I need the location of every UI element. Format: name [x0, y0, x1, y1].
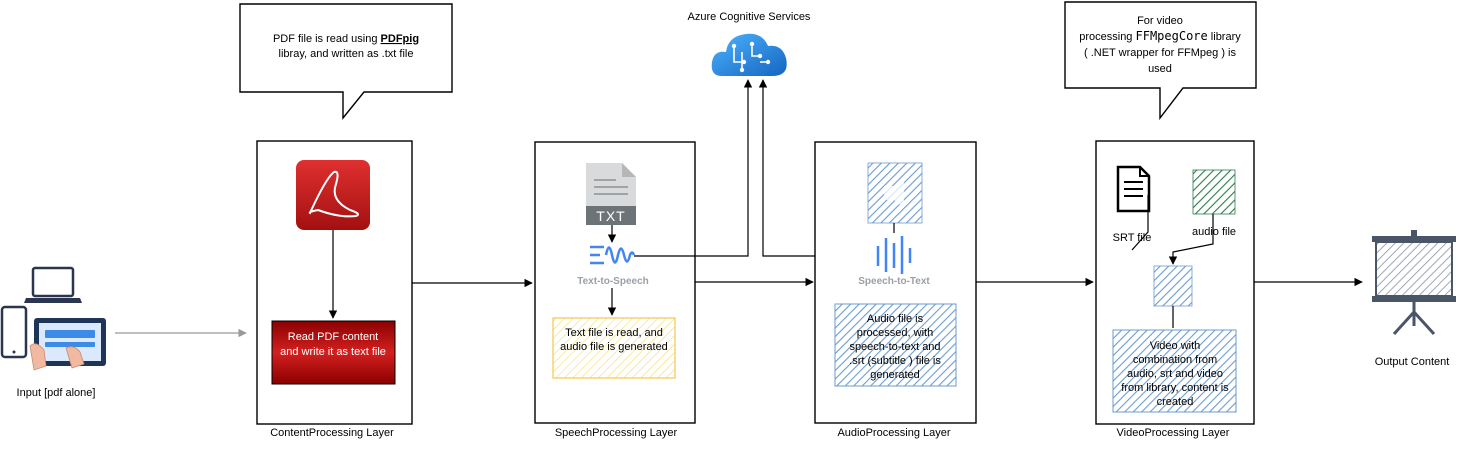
- video-callout-line4: used: [1148, 63, 1172, 75]
- audio-file-green-icon: [1192, 169, 1236, 215]
- video-step-line5: created: [1157, 396, 1194, 408]
- presentation-screen-icon: [1372, 230, 1456, 336]
- input-devices-icon: [0, 266, 106, 371]
- content-step-box: Read PDF content and write it as text fi…: [271, 320, 396, 385]
- video-step-line2: combination from: [1133, 354, 1217, 366]
- audio-merge-arrow: [1168, 214, 1214, 265]
- pdf-callout: PDF file is read using PDFpig libray, an…: [239, 3, 453, 120]
- srt-file-label: SRT file: [1113, 232, 1152, 244]
- video-callout-line2: processing FFMpegCore library: [1079, 29, 1241, 43]
- srt-merge-line: [1131, 195, 1149, 251]
- speech-to-text-icon: [876, 236, 912, 274]
- audio-step-line5: generated: [870, 369, 920, 381]
- stt-service-label: Speech-to-Text: [858, 276, 930, 287]
- video-callout-line1: For video: [1137, 15, 1183, 27]
- content-layer-title: ContentProcessing Layer: [270, 427, 394, 439]
- audio-file-icon: [867, 162, 923, 224]
- azure-cloud-label: Azure Cognitive Services: [688, 11, 811, 23]
- video-callout: For video processing FFMpegCore library …: [1064, 1, 1257, 121]
- audio-file-label: audio file: [1192, 226, 1236, 238]
- txt-file-icon: TXT: [586, 163, 636, 225]
- srt-file-icon: [1116, 165, 1151, 213]
- txt-icon-label: TXT: [596, 208, 625, 224]
- content-step-line1: Read PDF content: [288, 331, 379, 343]
- azure-cloud-icon: [711, 33, 787, 76]
- video-step-box: Video with combination from audio, srt a…: [1112, 329, 1237, 413]
- video-step-line4: from library, content is: [1121, 382, 1229, 394]
- tts-service-label: Text-to-Speech: [577, 276, 649, 287]
- speech-step-line1: Text file is read, and: [565, 327, 663, 339]
- output-label: Output Content: [1375, 356, 1450, 368]
- audio-step-line4: .srt (subtitle ) file is: [849, 355, 941, 367]
- audio-step-line1: Audio file is: [867, 313, 924, 325]
- audio-layer-title: AudioProcessing Layer: [837, 427, 950, 439]
- speech-step-box: Text file is read, and audio file is gen…: [552, 317, 676, 379]
- video-callout-line3: ( .NET wrapper for FFMpeg ) is: [1084, 47, 1236, 59]
- audio-step-box: Audio file is processed, with speech-to-…: [834, 303, 957, 387]
- speech-layer-title: SpeechProcessing Layer: [555, 427, 678, 439]
- content-step-line2: and write it as text file: [280, 346, 386, 358]
- pdf-icon: [296, 160, 370, 230]
- pdf-callout-line2: libray, and written as .txt file: [279, 48, 414, 60]
- text-to-speech-icon: [590, 245, 636, 265]
- video-file-icon: [1153, 265, 1193, 307]
- input-label: Input [pdf alone]: [17, 387, 96, 399]
- audio-step-line2: processed, with: [857, 327, 933, 339]
- video-step-line3: audio, srt and video: [1127, 368, 1223, 380]
- tts-to-azure-arrow: [634, 79, 753, 257]
- speech-step-line2: audio file is generated: [560, 341, 668, 353]
- video-step-line1: Video with: [1150, 340, 1201, 352]
- pdf-callout-line1: PDF file is read using PDFpig: [273, 33, 419, 45]
- video-layer-title: VideoProcessing Layer: [1117, 427, 1230, 439]
- audio-step-line3: speech-to-text and: [849, 341, 940, 353]
